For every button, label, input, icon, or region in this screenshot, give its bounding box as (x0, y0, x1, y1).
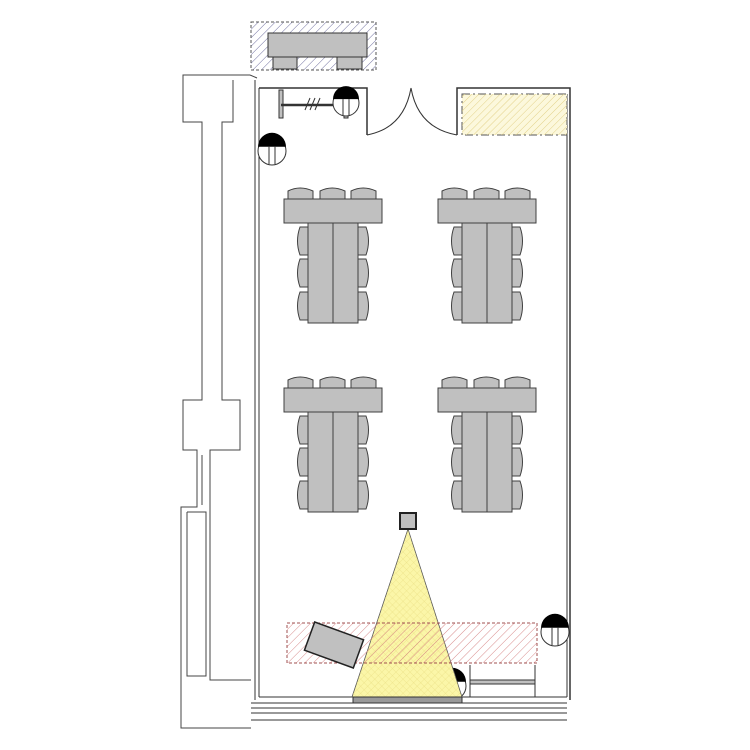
table-left (461, 222, 488, 324)
chair (357, 258, 369, 288)
table-group-back-left (283, 376, 383, 513)
table-right (332, 222, 359, 324)
projection-screen (352, 696, 463, 704)
chair (511, 291, 523, 321)
outlet-left-wall-icon (257, 132, 287, 166)
projection-cone-hatch (352, 529, 462, 697)
external-unit (250, 21, 377, 71)
chair (451, 258, 463, 288)
chair (504, 376, 531, 389)
chair (441, 376, 468, 389)
chair (451, 226, 463, 256)
chair (297, 480, 309, 510)
outlet-right-wall-icon (540, 613, 570, 647)
chair (441, 187, 468, 200)
chair (319, 376, 346, 389)
table-group-front-right (437, 187, 537, 324)
lectern (303, 621, 365, 669)
chair (357, 226, 369, 256)
chair (287, 376, 314, 389)
table-group-front-left (283, 187, 383, 324)
chair (297, 291, 309, 321)
chair (473, 376, 500, 389)
chair (357, 415, 369, 445)
chair (287, 187, 314, 200)
chair (473, 187, 500, 200)
table-group-back-right (437, 376, 537, 513)
table-left (307, 411, 334, 513)
chair (511, 415, 523, 445)
table-left (461, 411, 488, 513)
chair (451, 291, 463, 321)
chair (511, 480, 523, 510)
table-right (332, 411, 359, 513)
chair (357, 291, 369, 321)
bench (469, 665, 536, 697)
chair (511, 258, 523, 288)
chair (451, 480, 463, 510)
chair (504, 187, 531, 200)
double-door[interactable] (366, 87, 458, 136)
left-structure (180, 74, 258, 729)
chair (357, 480, 369, 510)
chair (297, 258, 309, 288)
chair (511, 226, 523, 256)
table-head (283, 198, 383, 224)
projector-icon (399, 512, 417, 530)
chair (451, 447, 463, 477)
table-head (283, 387, 383, 413)
chair (297, 226, 309, 256)
chair (350, 187, 377, 200)
table-head (437, 198, 537, 224)
chair (350, 376, 377, 389)
table-right (486, 411, 513, 513)
chair (297, 447, 309, 477)
storage-area-hatch (462, 94, 567, 135)
table-left (307, 222, 334, 324)
table-head (437, 387, 537, 413)
table-right (486, 222, 513, 324)
chair (357, 447, 369, 477)
chair (297, 415, 309, 445)
walls (251, 80, 571, 721)
chair (511, 447, 523, 477)
chair (319, 187, 346, 200)
chair (451, 415, 463, 445)
outlet-top-closet-icon (332, 86, 360, 117)
